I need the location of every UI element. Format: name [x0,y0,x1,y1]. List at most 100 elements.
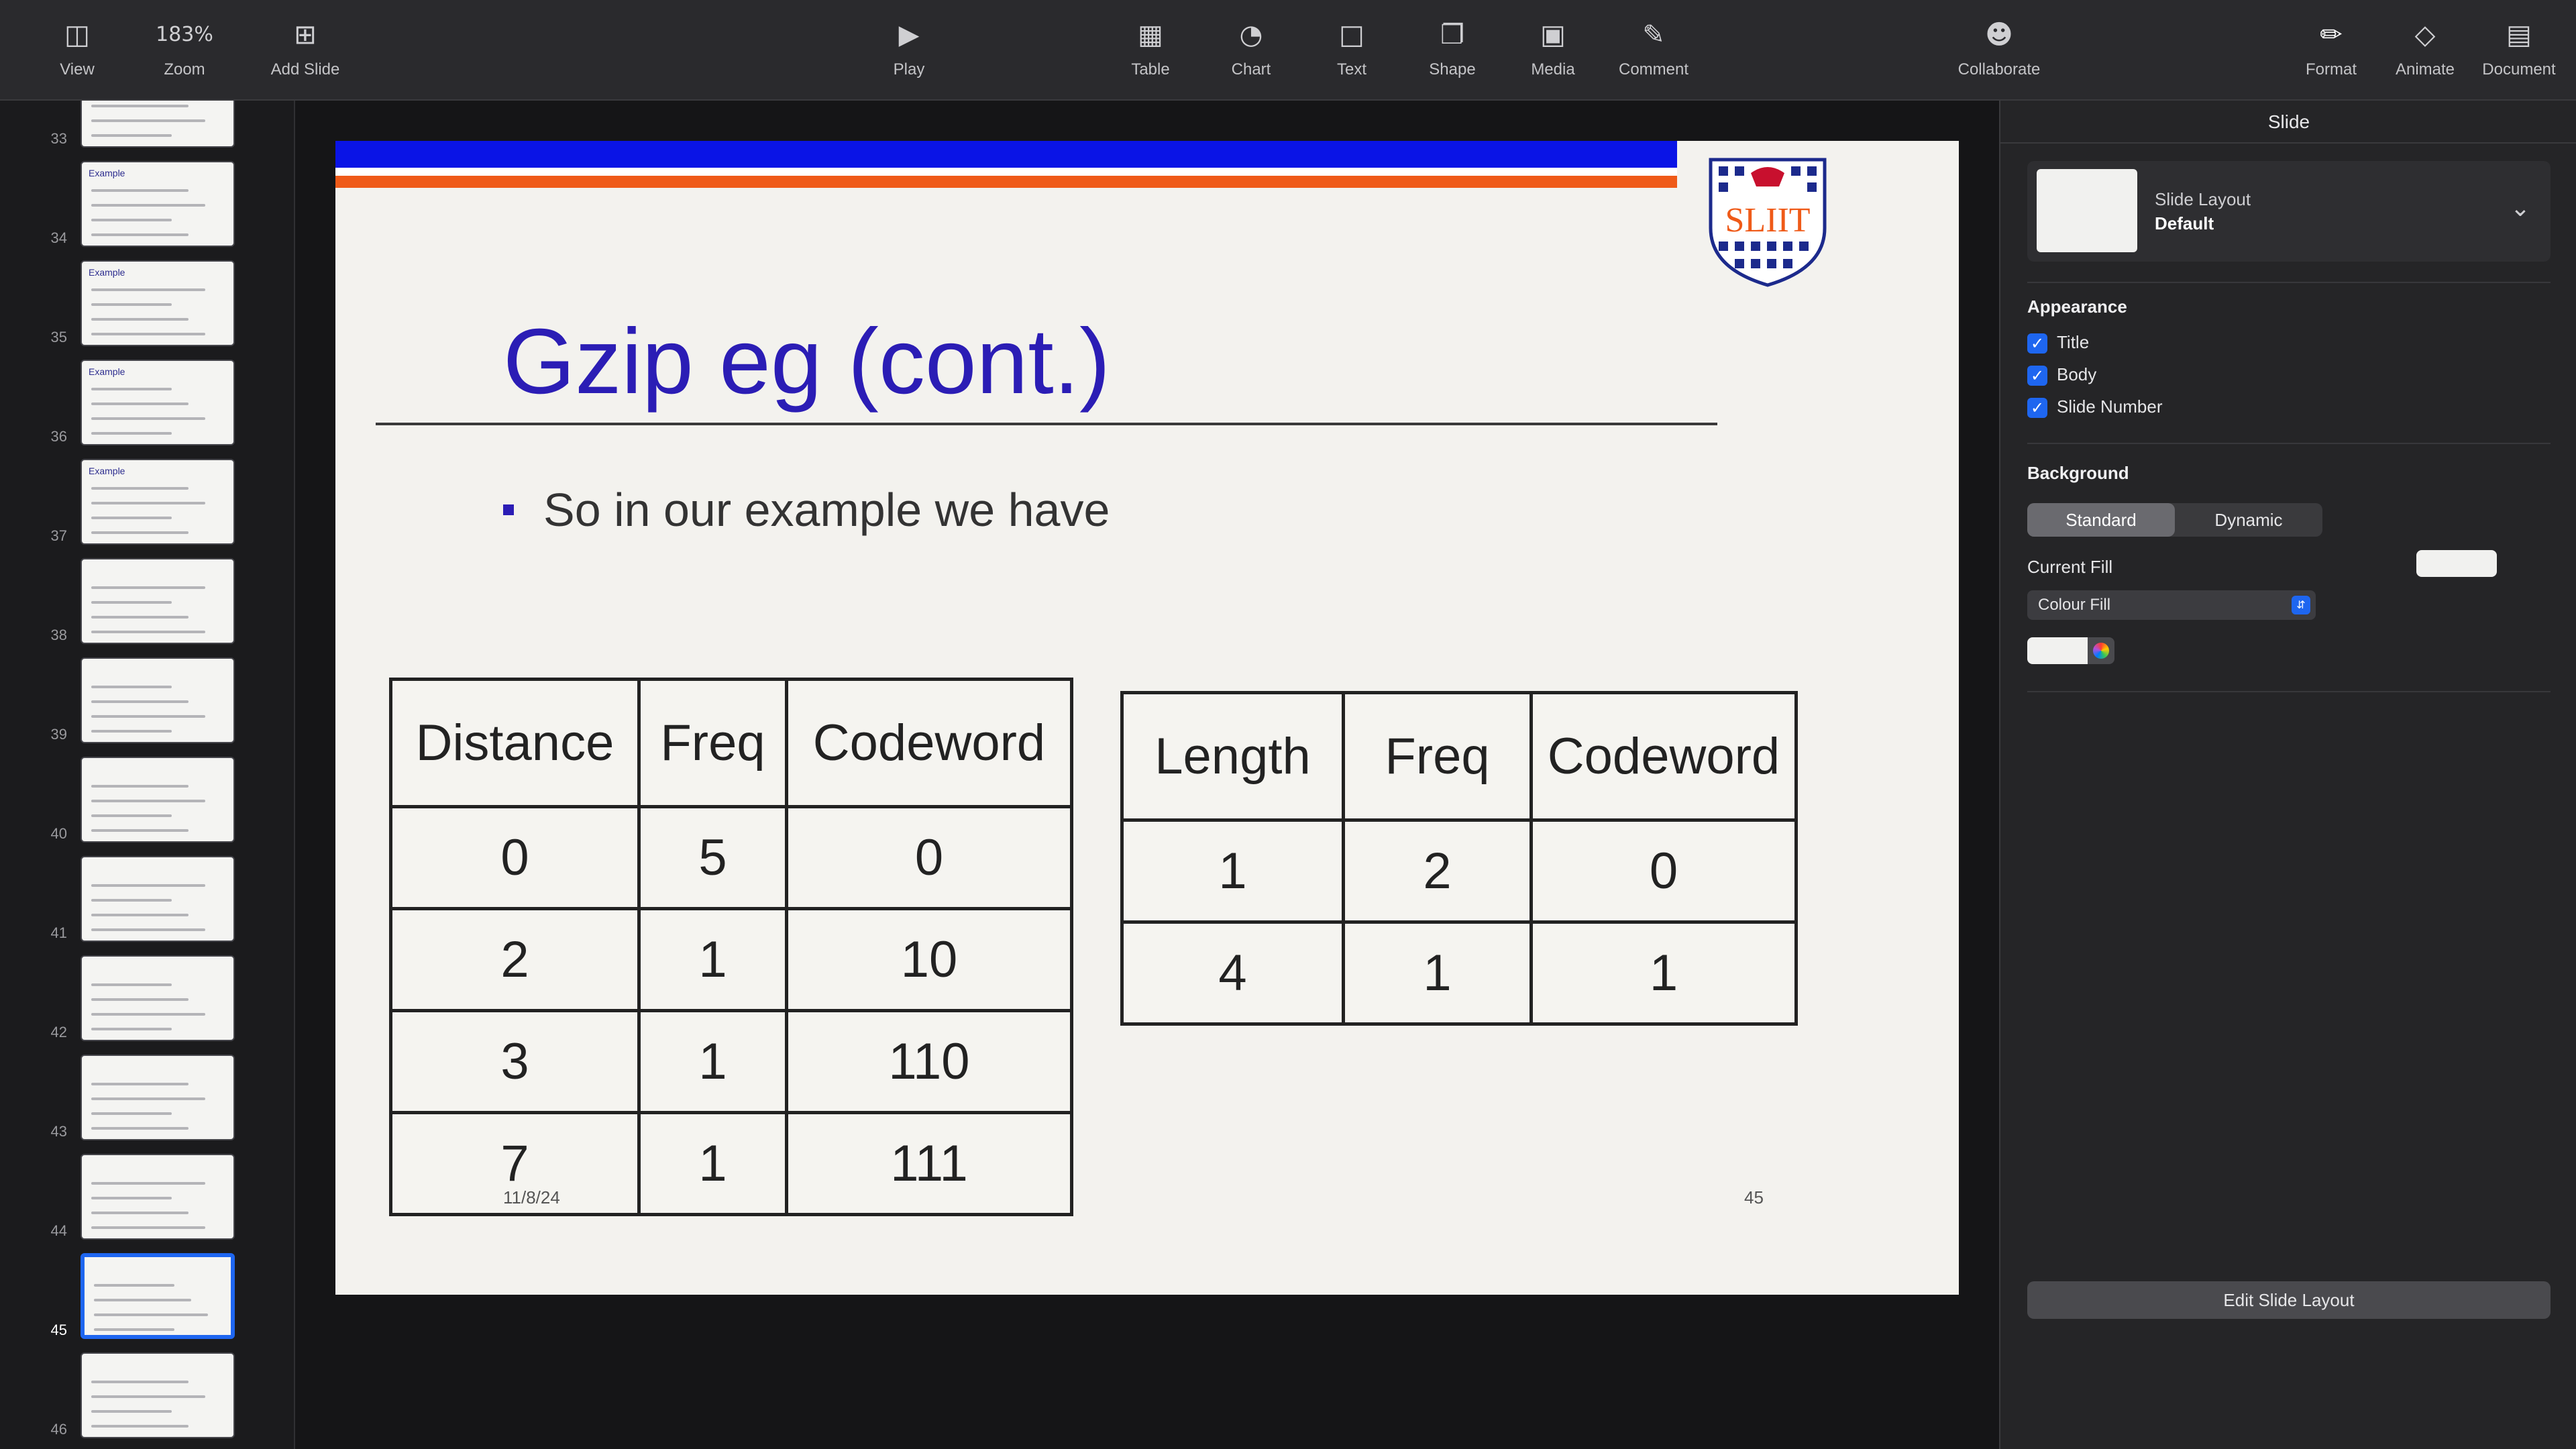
table-cell[interactable]: 1 [1529,920,1798,1026]
slide-thumbnail-43[interactable]: 43 [0,1046,294,1147]
checkmark-icon[interactable]: ✓ [2027,333,2047,354]
table-label: Table [1131,60,1170,78]
collaborate-icon: ☻ [1985,19,2013,50]
slide-number-checkbox-row[interactable]: ✓ Slide Number [2027,393,2163,420]
chart-button[interactable]: ◔ Chart [1201,15,1301,79]
slide-thumbnail-40[interactable]: 40 [0,749,294,849]
table-cell[interactable]: 0 [389,805,641,910]
add-slide-button[interactable]: ⊞ Add Slide [255,15,356,79]
inspector-tab-slide[interactable]: Slide [2000,101,2576,144]
table-cell[interactable]: 10 [785,907,1073,1012]
colour-wheel-button[interactable] [2088,637,2114,664]
table-cell[interactable]: 5 [637,805,788,910]
body-checkbox-label: Body [2057,364,2097,384]
table-cell[interactable]: 1 [1342,920,1533,1026]
slide-number-label: 42 [50,1024,67,1040]
checkmark-icon[interactable]: ✓ [2027,398,2047,419]
slide-thumbnail-41[interactable]: 41 [0,848,294,949]
slide-thumbnail-45[interactable]: 45 [0,1245,294,1346]
comment-button[interactable]: ✎ Comment [1603,15,1704,79]
edit-slide-layout-button[interactable]: Edit Slide Layout [2027,1281,2551,1319]
table-icon: ▦ [1138,19,1163,50]
document-button[interactable]: ▤ Document [2469,15,2569,79]
table-header-cell[interactable]: Codeword [1529,691,1798,822]
table-cell[interactable]: 4 [1120,920,1345,1026]
thumbnail-line [91,531,189,534]
table-cell[interactable]: 2 [1342,818,1533,924]
table-cell[interactable]: 1 [637,1111,788,1216]
table-header-cell[interactable]: Freq [637,678,788,808]
divider [2027,282,2551,283]
slide-layout-label: Slide Layout [2155,189,2251,209]
play-button[interactable]: ▶ Play [859,15,959,79]
text-button[interactable]: □ Text [1301,15,1402,79]
checkmark-icon[interactable]: ✓ [2027,366,2047,386]
slide-thumbnail-39[interactable]: 39 [0,649,294,750]
current-fill-swatch[interactable] [2416,550,2497,577]
table-header-cell[interactable]: Length [1120,691,1345,822]
shape-button[interactable]: ❐ Shape [1402,15,1503,79]
thumbnail-line [91,288,205,291]
body-checkbox-row[interactable]: ✓ Body [2027,361,2096,388]
table-cell[interactable]: 2 [389,907,641,1012]
shape-icon: ❐ [1440,19,1464,50]
bullet-item[interactable]: So in our example we have [503,483,1110,537]
thumbnail-line [91,700,189,703]
thumbnail-line [91,1083,189,1085]
table-cell[interactable]: 1 [637,907,788,1012]
table-cell[interactable]: 111 [785,1111,1073,1216]
thumbnail-line [91,601,172,604]
slide[interactable]: SLIIT Gzip eg (cont.) So in our example … [335,141,1959,1295]
background-mode-segmented-control[interactable]: Standard Dynamic [2027,503,2322,537]
slide-layout-picker[interactable]: Slide Layout Default ⌄ [2027,161,2551,262]
table-cell[interactable]: 0 [785,805,1073,910]
table-cell[interactable]: 110 [785,1009,1073,1114]
table-header-cell[interactable]: Freq [1342,691,1533,822]
title-checkbox-row[interactable]: ✓Title [2027,329,2089,356]
fill-type-select[interactable]: Colour Fill ⇵ [2027,590,2316,620]
thumbnail-line [91,303,172,306]
slide-thumbnail-38[interactable]: 38 [0,550,294,651]
thumbnail-line [91,928,205,931]
standard-option[interactable]: Standard [2027,503,2175,537]
slide-thumbnail-46[interactable]: 46 [0,1344,294,1445]
slide-number-label: 39 [50,726,67,743]
logo-text: SLIIT [1725,201,1810,239]
thumbnail-line [94,1299,191,1301]
animate-button[interactable]: ◇ Animate [2375,15,2475,79]
table-cell[interactable]: 1 [1120,818,1345,924]
slide-thumbnail-42[interactable]: 42 [0,947,294,1048]
collaborate-button[interactable]: ☻ Collaborate [1932,15,2066,79]
table-header-cell[interactable]: Distance [389,678,641,808]
table-cell[interactable]: 0 [1529,818,1798,924]
view-button[interactable]: ◫ View [27,15,127,79]
slide-title[interactable]: Gzip eg (cont.) [503,310,1111,413]
media-button[interactable]: ▣ Media [1503,15,1603,79]
dynamic-option[interactable]: Dynamic [2214,510,2283,530]
thumbnail-line [91,388,172,390]
thumbnail-line [91,219,172,221]
slide-number-checkbox-label: Slide Number [2057,396,2163,417]
table-cell[interactable]: 1 [637,1009,788,1114]
zoom-button[interactable]: 183% Zoom [134,15,235,79]
table-header-cell[interactable]: Codeword [785,678,1073,808]
table-button[interactable]: ▦ Table [1100,15,1201,79]
media-label: Media [1531,60,1575,78]
slide-number-label: 36 [50,428,67,445]
table-cell[interactable]: 7 [389,1111,641,1216]
format-button[interactable]: ✏ Format [2281,15,2381,79]
slide-thumbnail-44[interactable]: 44 [0,1146,294,1246]
colour-well[interactable] [2027,637,2088,664]
document-icon: ▤ [2506,19,2532,50]
slide-thumbnail-33[interactable]: 33 [0,101,294,154]
fill-type-value: Colour Fill [2038,596,2111,614]
table-cell[interactable]: 3 [389,1009,641,1114]
